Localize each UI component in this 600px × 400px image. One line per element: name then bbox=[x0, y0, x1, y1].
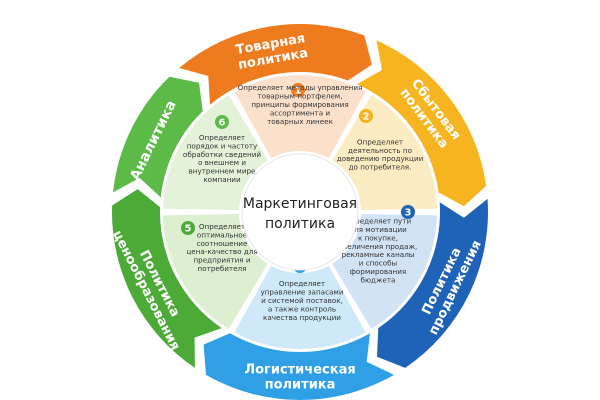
description-3: и способы bbox=[359, 259, 398, 268]
center-title-line: Маркетинговая bbox=[243, 196, 357, 212]
description-3: рекламные каналы bbox=[342, 250, 415, 259]
description-3: увеличения продаж, bbox=[339, 242, 418, 251]
ring-segment-4 bbox=[203, 333, 394, 400]
description-5: предприятия и bbox=[193, 256, 250, 265]
ring-segment-2 bbox=[356, 40, 487, 207]
description-5: Определяет bbox=[199, 222, 245, 231]
description-5: оптимальное bbox=[197, 230, 248, 239]
description-4: Определяет bbox=[279, 279, 325, 288]
description-5: соотношение bbox=[197, 239, 248, 248]
description-3: к покупке, bbox=[358, 233, 398, 242]
description-2: доведению продукции bbox=[337, 154, 424, 163]
inner-wedge-1 bbox=[231, 73, 369, 161]
description-6: внутреннем мире bbox=[189, 167, 257, 176]
description-5: потребителя bbox=[198, 264, 247, 273]
inner-wedge-3 bbox=[329, 212, 439, 332]
description-6: Определяет bbox=[199, 133, 245, 142]
number-badge-3 bbox=[401, 205, 415, 219]
number-badge-label: 5 bbox=[185, 224, 192, 235]
ring-segment-3 bbox=[376, 198, 488, 368]
center-disc bbox=[241, 153, 359, 271]
description-1: товарным портфелем, bbox=[257, 92, 342, 101]
ring-label-line: политика bbox=[265, 378, 336, 393]
description-3: формирования bbox=[350, 267, 407, 276]
description-4: а также контроль bbox=[268, 304, 336, 313]
ring-label-line: Логистическая bbox=[244, 363, 355, 378]
description-3: для мотивации bbox=[349, 225, 407, 234]
description-4: качества продукции bbox=[263, 313, 341, 322]
description-5: цена-качество для bbox=[186, 247, 257, 256]
description-4: и системой поставок, bbox=[261, 296, 343, 305]
ring-segment-1 bbox=[179, 24, 372, 105]
number-badge-label: 1 bbox=[295, 86, 302, 97]
inner-wedge-2 bbox=[329, 92, 439, 212]
description-6: компании bbox=[203, 175, 241, 184]
number-badge-label: 2 bbox=[363, 112, 370, 123]
description-4: управление запасами bbox=[260, 288, 343, 297]
description-2: деятельность по bbox=[348, 146, 412, 155]
ring-segment-6 bbox=[113, 76, 203, 198]
description-2: до потребителя. bbox=[349, 163, 412, 172]
description-3: Определяет пути bbox=[345, 217, 412, 226]
description-1: товарных линеек bbox=[267, 117, 334, 126]
description-1: ассортимента и bbox=[270, 108, 331, 117]
description-6: порядок и частоту bbox=[187, 141, 258, 150]
center-circle: Маркетинговая политика bbox=[241, 153, 359, 271]
center-title-line: политика bbox=[265, 216, 335, 232]
inner-wedge-6 bbox=[161, 92, 271, 212]
description-6: о внешнем и bbox=[198, 158, 246, 167]
description-3: бюджета bbox=[361, 275, 396, 284]
description-1: Определяет методы управления bbox=[238, 83, 363, 92]
number-badge-6 bbox=[215, 115, 229, 129]
ring-segment-5 bbox=[111, 189, 222, 368]
description-6: обработки сведений bbox=[183, 150, 261, 159]
number-badge-label: 3 bbox=[405, 208, 412, 219]
description-1: принципы формирования bbox=[251, 100, 348, 109]
number-badge-label: 6 bbox=[219, 118, 226, 129]
inner-wedge-4 bbox=[231, 263, 369, 351]
number-badge-2 bbox=[359, 109, 373, 123]
inner-wedge-5 bbox=[161, 212, 271, 332]
number-badge-5 bbox=[181, 221, 195, 235]
description-2: Определяет bbox=[357, 137, 403, 146]
number-badge-1 bbox=[291, 83, 305, 97]
